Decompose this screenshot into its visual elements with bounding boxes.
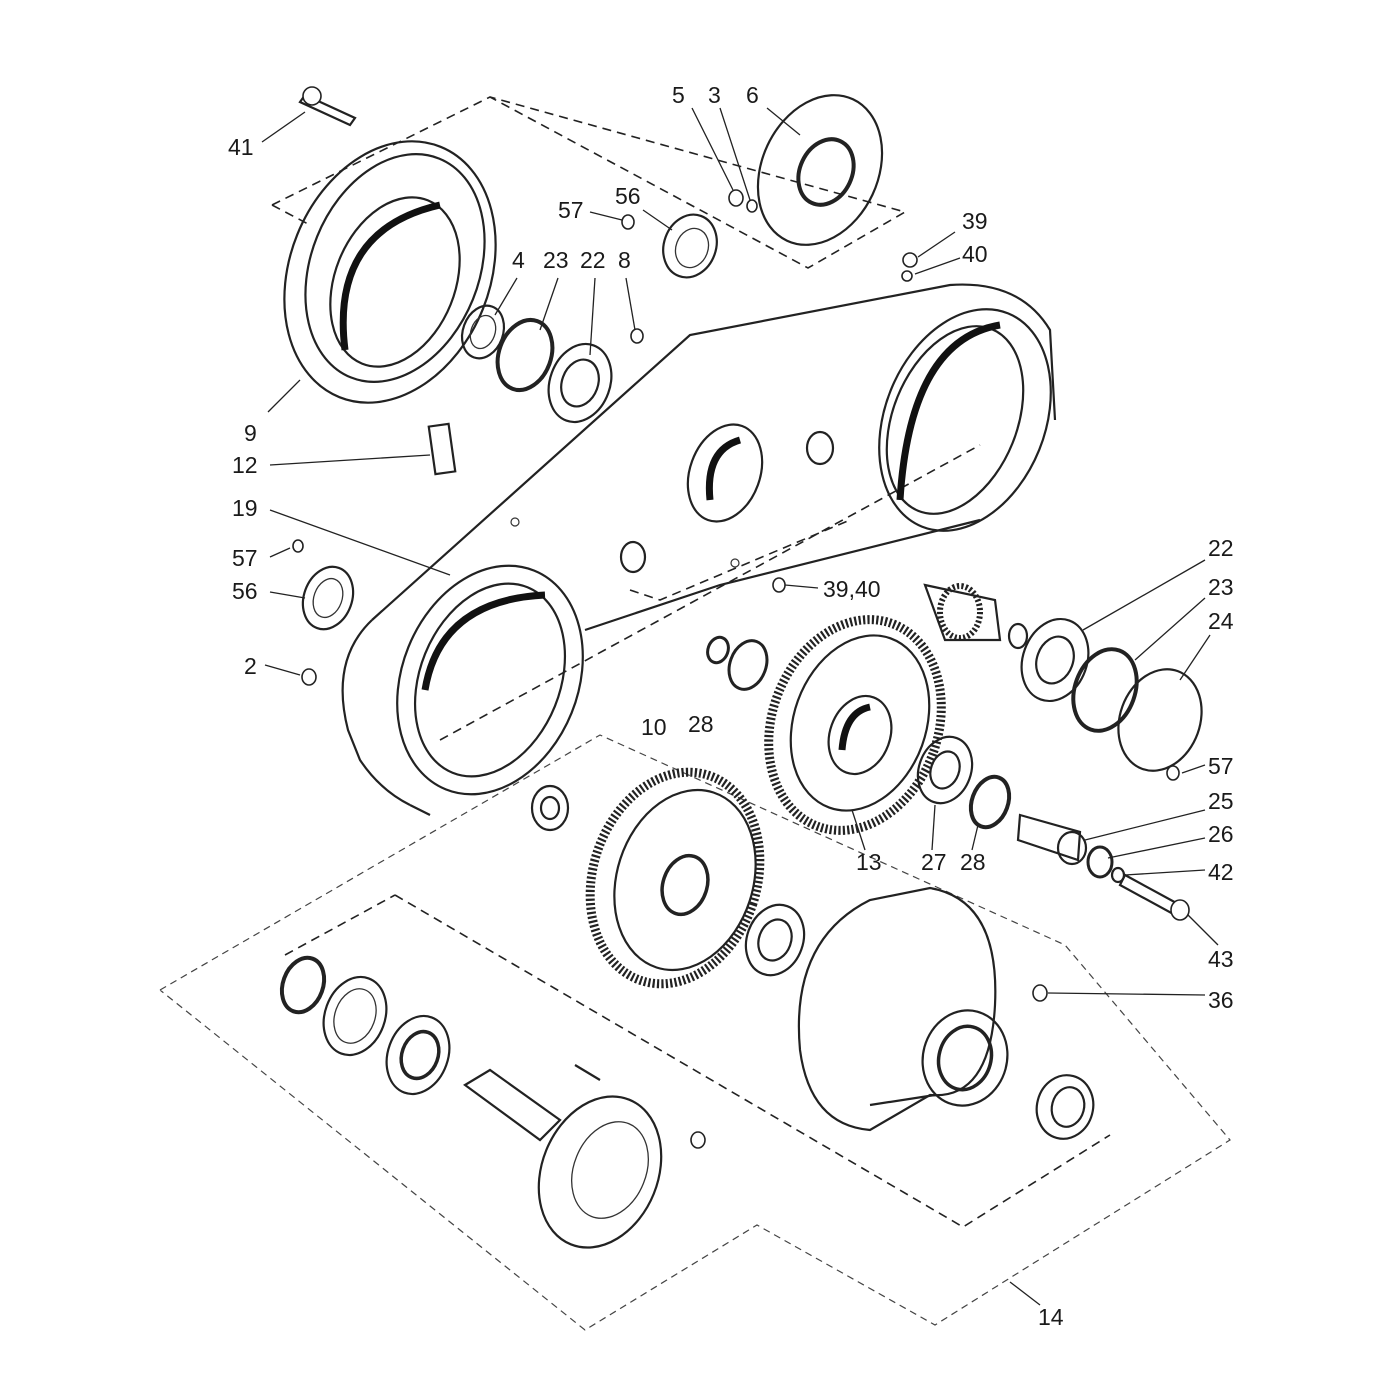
right-shaft-bearings [916, 583, 1203, 921]
callout-14: 14 [1038, 1304, 1064, 1330]
gears [585, 615, 946, 989]
callout-40: 40 [962, 241, 988, 267]
callout-57-top: 57 [558, 197, 584, 223]
callout-5: 5 [672, 82, 685, 108]
callout-8: 8 [618, 247, 631, 273]
callout-4: 4 [512, 247, 525, 273]
callout-43: 43 [1208, 946, 1234, 972]
fasteners [292, 86, 1180, 1002]
callout-12: 12 [232, 452, 258, 478]
callout-10: 10 [641, 714, 667, 740]
callout-25: 25 [1208, 788, 1234, 814]
callout-6: 6 [746, 82, 759, 108]
callout-24: 24 [1208, 608, 1234, 634]
leader-lines [261, 107, 1219, 1306]
callout-36: 36 [1208, 987, 1234, 1013]
callout-22-top: 22 [580, 247, 606, 273]
callout-39-40: 39,40 [823, 576, 881, 602]
callout-22-right: 22 [1208, 535, 1234, 561]
callout-2: 2 [244, 653, 257, 679]
callout-27: 27 [921, 849, 947, 875]
callout-56-top: 56 [615, 183, 641, 209]
housing-19 [341, 283, 1057, 816]
callout-19: 19 [232, 495, 258, 521]
flange-ring-9 [283, 140, 497, 404]
callout-28-right: 28 [960, 849, 986, 875]
callout-23-right: 23 [1208, 574, 1234, 600]
callout-3: 3 [708, 82, 721, 108]
upper-seals-bearings [460, 94, 884, 424]
callout-57-right: 57 [1208, 753, 1234, 779]
lower-cover-output [279, 784, 1095, 1249]
callout-41: 41 [228, 134, 254, 160]
callout-42: 42 [1208, 859, 1234, 885]
callout-23-top: 23 [543, 247, 569, 273]
callout-56-left: 56 [232, 578, 258, 604]
callout-28-left: 28 [688, 711, 714, 737]
callout-57-left: 57 [232, 545, 258, 571]
seal-56-lower [301, 565, 355, 631]
callout-26: 26 [1208, 821, 1234, 847]
callout-9: 9 [244, 420, 257, 446]
callout-13: 13 [856, 849, 882, 875]
callout-labels: 41 5 3 6 57 56 39 40 4 23 22 8 9 12 19 5… [228, 82, 1234, 1330]
callout-39: 39 [962, 208, 988, 234]
